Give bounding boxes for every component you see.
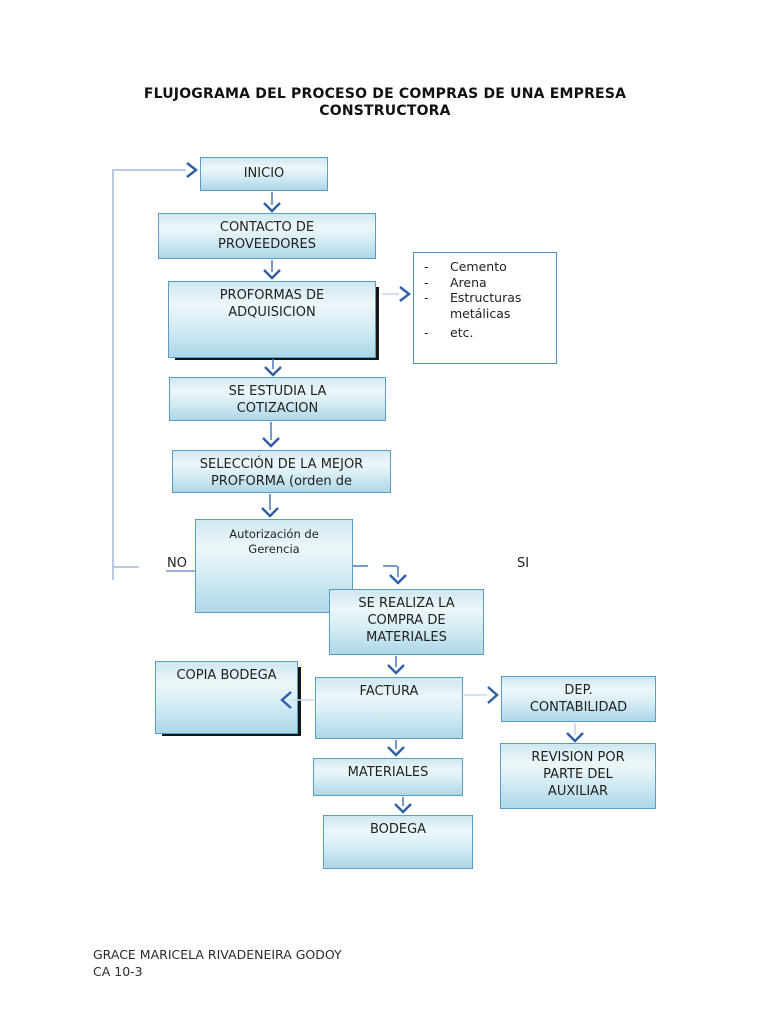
flow-node-label: CONTACTO DE PROVEEDORES bbox=[218, 220, 316, 252]
arrow-realiza-factura bbox=[387, 656, 405, 675]
author-course: CA 10-3 bbox=[93, 964, 143, 979]
flow-node-label: INICIO bbox=[243, 166, 285, 181]
arrow-proformas-lista bbox=[382, 286, 411, 302]
arrow-proformas-estudia bbox=[264, 359, 282, 377]
down-arrowhead-icon bbox=[263, 202, 281, 213]
flow-node-compra-materiales: SE REALIZA LA COMPRA DE MATERIALES bbox=[329, 589, 484, 655]
dash-bullet: - bbox=[424, 259, 429, 274]
flow-node-label: BODEGA bbox=[369, 822, 427, 837]
flow-node-label: PROFORMAS DE ADQUISICION bbox=[219, 288, 325, 320]
flow-node-label: COPIA BODEGA bbox=[176, 668, 277, 683]
arrow-seleccion-autorizacion bbox=[261, 494, 279, 518]
flow-node-label: FACTURA bbox=[359, 684, 419, 699]
list-item: - etc. bbox=[424, 325, 552, 341]
flow-node-seleccion-proforma: SELECCIÓN DE LA MEJOR PROFORMA (orden de bbox=[172, 450, 391, 493]
flow-node-label: Autorización de Gerencia bbox=[229, 527, 319, 556]
page-title: FLUJOGRAMA DEL PROCESO DE COMPRAS DE UNA… bbox=[132, 86, 638, 120]
right-arrowhead-icon bbox=[186, 162, 198, 178]
down-arrowhead-icon bbox=[387, 664, 405, 675]
author-name: GRACE MARICELA RIVADENEIRA GODOY bbox=[93, 947, 342, 962]
down-arrowhead-icon bbox=[261, 507, 279, 518]
down-arrowhead-icon bbox=[389, 574, 407, 585]
author-footer: GRACE MARICELA RIVADENEIRA GODOY CA 10-3 bbox=[93, 946, 342, 980]
list-item-text: etc. bbox=[450, 325, 474, 340]
right-arrowhead-icon bbox=[399, 286, 411, 302]
flow-node-label: MATERIALES bbox=[347, 765, 429, 780]
page-title-line1: FLUJOGRAMA DEL PROCESO DE COMPRAS DE UNA… bbox=[143, 86, 627, 102]
down-arrowhead-icon bbox=[263, 269, 281, 280]
arrow-autorizacion-realiza bbox=[353, 565, 407, 585]
dash-bullet: - bbox=[424, 325, 429, 340]
arrow-contacto-proformas bbox=[263, 260, 281, 280]
branch-label-si: SI bbox=[517, 556, 530, 571]
list-item: - Estructuras metálicas bbox=[424, 290, 552, 321]
right-arrowhead-icon bbox=[487, 686, 499, 704]
flow-node-label: DEP. CONTABILIDAD bbox=[529, 683, 628, 715]
down-arrowhead-icon bbox=[394, 803, 412, 814]
arrow-materiales-bodega bbox=[394, 797, 412, 814]
flow-node-autorizacion-gerencia: Autorización de Gerencia bbox=[195, 519, 353, 613]
flow-node-estudia-cotizacion: SE ESTUDIA LA COTIZACION bbox=[169, 377, 386, 421]
flow-node-revision-auxiliar: REVISION POR PARTE DEL AUXILIAR bbox=[500, 743, 656, 809]
arrow-inicio-contacto bbox=[263, 192, 281, 213]
flow-node-label: SELECCIÓN DE LA MEJOR PROFORMA (orden de bbox=[199, 457, 364, 489]
flow-node-factura: FACTURA bbox=[315, 677, 463, 739]
list-item-text: Cemento bbox=[450, 259, 507, 274]
flow-node-proformas-adquisicion: PROFORMAS DE ADQUISICION bbox=[168, 281, 376, 358]
flow-node-bodega: BODEGA bbox=[323, 815, 473, 869]
arrow-estudia-seleccion bbox=[262, 422, 280, 448]
list-item: - Arena bbox=[424, 275, 552, 291]
flow-node-materiales: MATERIALES bbox=[313, 758, 463, 796]
flow-node-dep-contabilidad: DEP. CONTABILIDAD bbox=[501, 676, 656, 722]
flow-node-copia-bodega: COPIA BODEGA bbox=[155, 661, 298, 734]
branch-label-no: NO bbox=[167, 556, 187, 571]
flow-node-label: SE REALIZA LA COMPRA DE MATERIALES bbox=[358, 596, 455, 645]
down-arrowhead-icon bbox=[262, 437, 280, 448]
list-item-text: Estructuras metálicas bbox=[450, 290, 522, 321]
flow-node-inicio: INICIO bbox=[200, 157, 328, 191]
flow-node-label: REVISION POR PARTE DEL AUXILIAR bbox=[531, 750, 625, 799]
materials-list-box: - Cemento - Arena - Estructuras metálica… bbox=[413, 252, 557, 364]
arrow-factura-materiales bbox=[387, 740, 405, 757]
arrow-dep-revision bbox=[566, 723, 584, 743]
flow-node-contacto-proveedores: CONTACTO DE PROVEEDORES bbox=[158, 213, 376, 259]
list-item: - Cemento bbox=[424, 259, 552, 275]
down-arrowhead-icon bbox=[387, 746, 405, 757]
dash-bullet: - bbox=[424, 290, 429, 305]
down-arrowhead-icon bbox=[264, 366, 282, 377]
flow-node-label: SE ESTUDIA LA COTIZACION bbox=[228, 384, 327, 416]
list-item-text: Arena bbox=[450, 274, 487, 290]
arrow-factura-dep bbox=[464, 686, 499, 704]
page-title-line2: CONSTRUCTORA bbox=[319, 103, 451, 119]
down-arrowhead-icon bbox=[566, 732, 584, 743]
dash-bullet: - bbox=[424, 274, 429, 290]
